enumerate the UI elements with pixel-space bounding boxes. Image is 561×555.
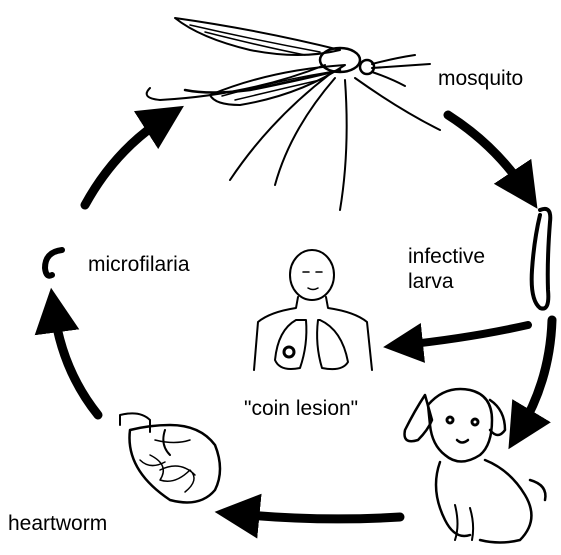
arrow-dog-to-heartworm xyxy=(237,514,400,519)
arrow-mosquito-to-larva xyxy=(448,115,525,190)
label-infective: infective xyxy=(408,246,485,268)
microfilaria-icon xyxy=(45,250,62,276)
arrow-larva-to-human xyxy=(403,325,528,345)
label-mosquito: mosquito xyxy=(438,68,523,90)
mosquito-icon xyxy=(147,18,440,210)
label-heartworm: heartworm xyxy=(8,513,107,535)
label-coin-lesion: "coin lesion" xyxy=(244,398,358,420)
arrow-microfilaria-to-mosquito xyxy=(85,118,165,205)
heart-icon xyxy=(120,413,220,502)
label-larva: larva xyxy=(408,271,454,293)
dog-icon xyxy=(405,389,546,543)
arrow-larva-to-dog xyxy=(520,320,552,430)
larva-icon xyxy=(532,209,551,309)
label-microfilaria: microfilaria xyxy=(88,254,190,276)
arrow-heartworm-to-microfilaria xyxy=(54,310,98,415)
human-figure-icon xyxy=(254,250,372,370)
